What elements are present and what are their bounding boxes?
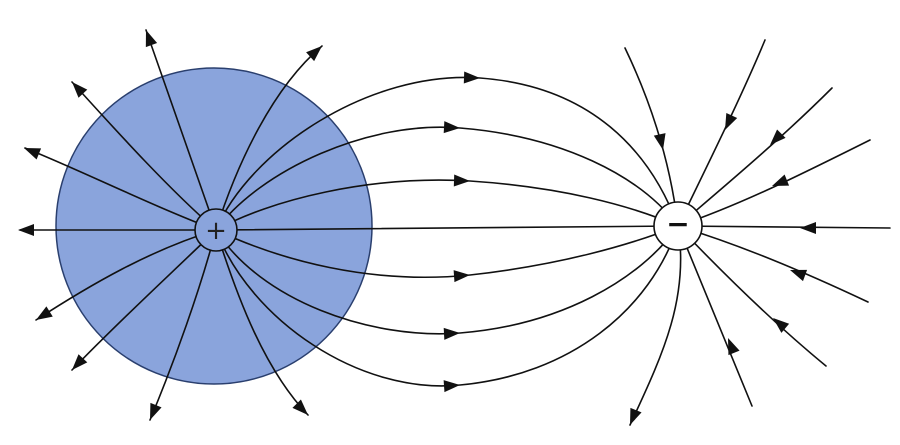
negative-charge-circle [653,201,703,251]
field-arrow [653,133,666,150]
field-line [215,229,309,416]
field-arrow [725,112,738,130]
field-arrow [773,318,790,333]
field-arrow [443,327,460,340]
field-arrow [463,71,480,84]
field-arrow [72,354,88,370]
positive-charge-sign: + [205,216,227,246]
field-arrow [772,174,790,186]
field-arrow [443,380,460,393]
field-line [145,29,217,231]
field-arrow [24,148,42,160]
field-arrow [453,270,470,283]
field-line [215,45,323,231]
field-arrow [150,402,162,420]
field-arrow [453,174,470,187]
field-line [629,225,682,426]
field-line [71,81,217,231]
field-line [35,229,217,321]
field-arrow [800,222,816,234]
field-arrow [306,46,322,62]
field-line [677,225,891,229]
field-arrow [770,129,786,145]
field-arrow [443,121,460,134]
field-arrow [72,82,88,98]
field-arrow [292,399,308,415]
field-arrow [630,407,642,425]
negative-charge: − [653,201,703,251]
field-arrow [36,306,53,320]
field-arrow [145,30,158,48]
positive-charge: + [194,208,238,252]
negative-charge-sign: − [666,208,689,241]
field-arrow [790,269,808,282]
field-line [215,225,679,231]
field-line [149,229,217,421]
field-arrow [18,224,34,236]
positive-charge-circle [194,208,238,252]
field-line [24,147,217,231]
field-line-arrows [18,30,816,425]
field-arrow [728,338,740,356]
